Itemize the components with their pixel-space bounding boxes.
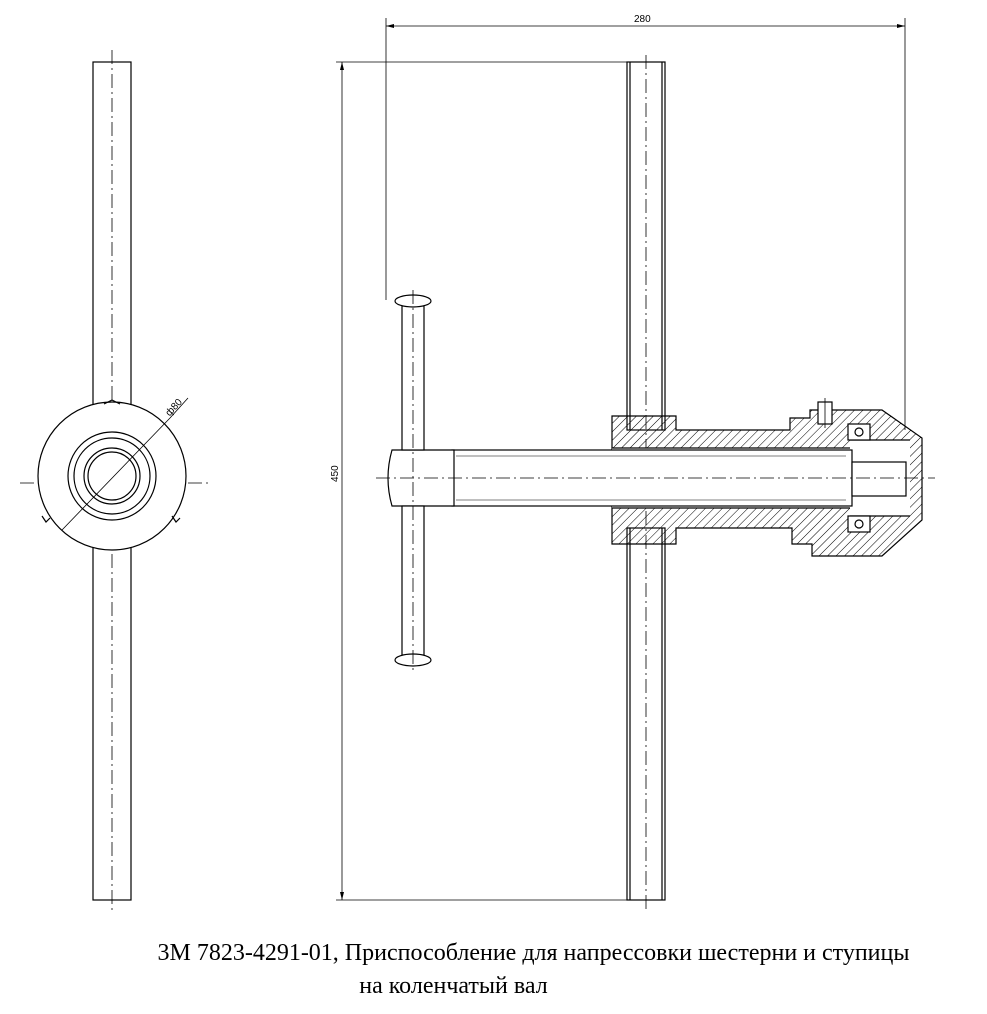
caption-line-2: на коленчатый вал bbox=[359, 973, 548, 999]
handle-hub bbox=[387, 449, 455, 507]
side-view bbox=[20, 50, 210, 910]
dim-width-label: 280 bbox=[634, 14, 651, 25]
caption-line-1: 3М 7823-4291-01, Приспособление для напр… bbox=[157, 940, 910, 966]
dim-height-label: 450 bbox=[330, 465, 341, 482]
dim-diameter-label: ф80 bbox=[163, 396, 185, 419]
side-view-disc bbox=[37, 401, 187, 551]
main-view bbox=[336, 18, 935, 910]
